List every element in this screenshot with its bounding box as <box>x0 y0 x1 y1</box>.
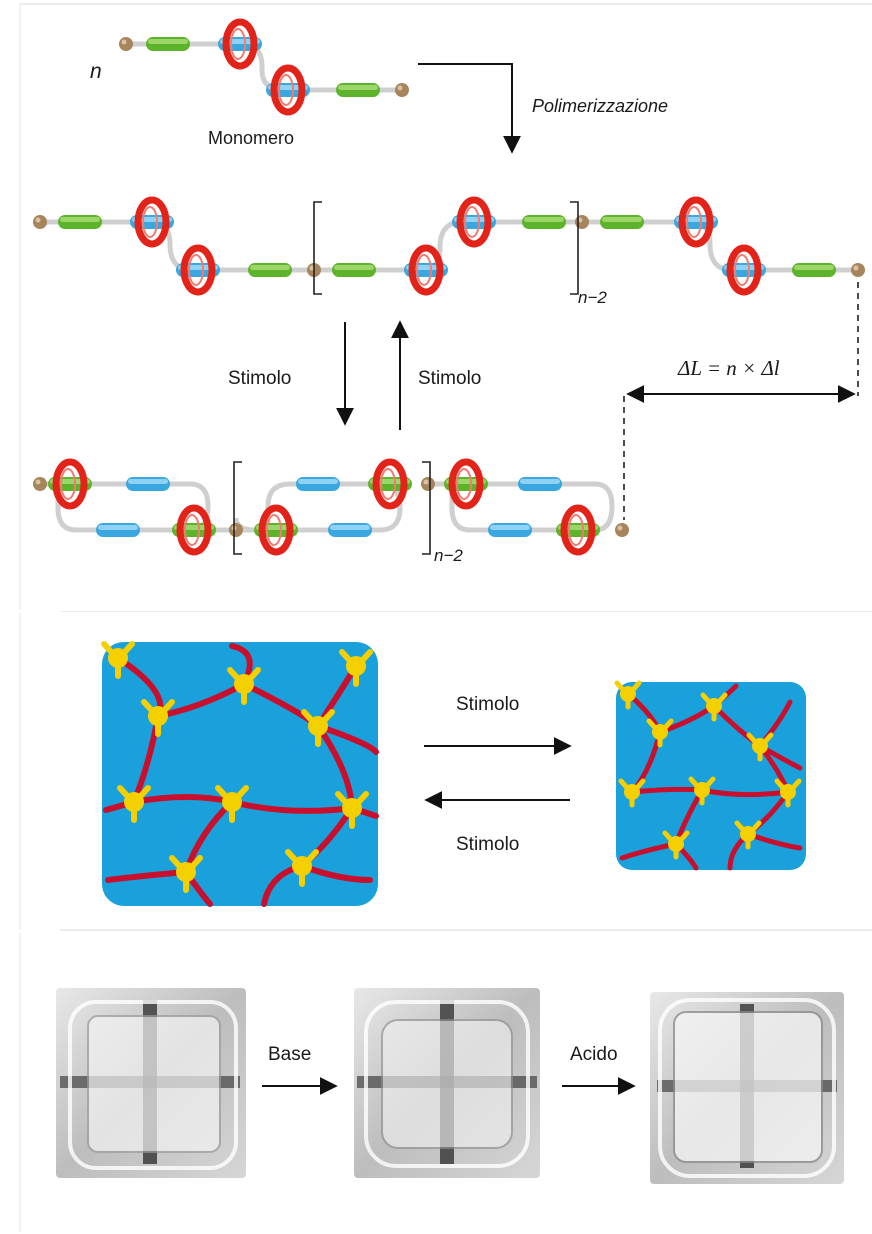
monomer-label: Monomero <box>208 128 295 148</box>
network-diagram <box>19 612 872 931</box>
monomer-molecule <box>119 22 409 112</box>
stimulus-up-label: Stimolo <box>418 368 482 389</box>
hydrogel-photos <box>19 932 844 1232</box>
network-shrunk <box>616 682 806 871</box>
photo-panel: Base Acido <box>0 932 872 1234</box>
bracket-right-lower <box>422 461 431 555</box>
stimulus-forward-label: Stimolo <box>456 694 520 715</box>
rotaxane-panel: n Monomero Polimerizzazione n−2 Stimolo … <box>0 0 872 612</box>
polymerization-arrow <box>418 63 521 154</box>
rotaxane-diagram <box>19 3 872 612</box>
delta-l-formula: ΔL = n × Δl <box>678 356 780 380</box>
network-swollen <box>102 642 379 907</box>
lower-repeat-subscript: n−2 <box>434 546 463 565</box>
bracket-right-upper <box>570 201 579 295</box>
base-label: Base <box>268 1044 312 1065</box>
bracket-left-upper <box>313 201 322 295</box>
upper-repeat-subscript: n−2 <box>578 288 607 307</box>
gel-photo-initial <box>56 988 246 1178</box>
acid-label: Acido <box>570 1044 618 1065</box>
network-panel: Stimolo Stimolo <box>0 612 872 932</box>
polymerization-label: Polimerizzazione <box>532 96 669 116</box>
stimulus-backward-label: Stimolo <box>456 834 520 855</box>
n-label: n <box>90 60 102 83</box>
gel-photo-acid <box>650 992 844 1184</box>
bracket-left-lower <box>233 461 242 555</box>
gel-photo-base <box>354 988 540 1178</box>
stimulus-down-label: Stimolo <box>228 368 292 389</box>
extended-polymer <box>33 200 865 292</box>
contracted-polymer <box>33 462 629 552</box>
